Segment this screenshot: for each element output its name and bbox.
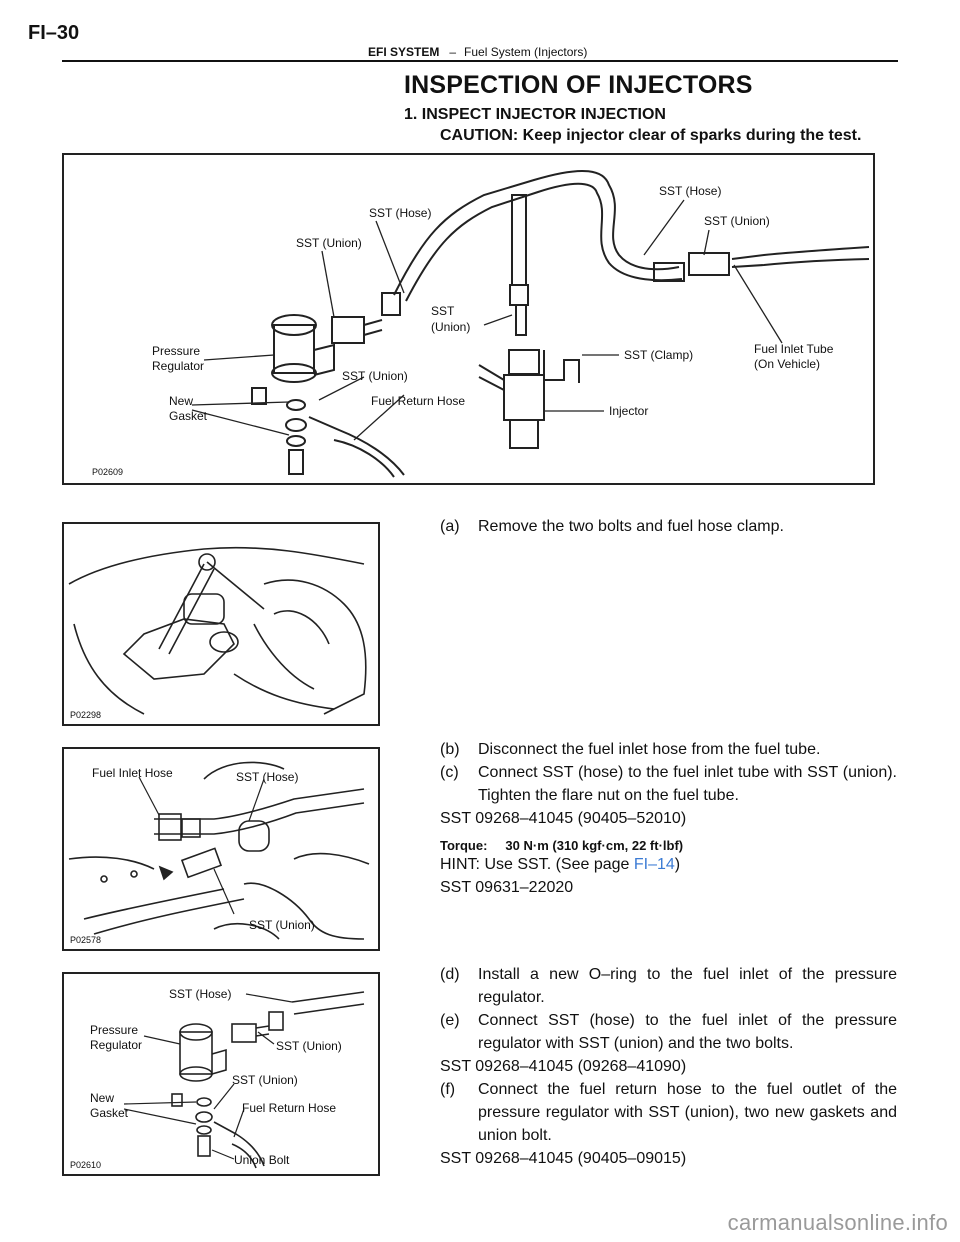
label-fuel-inlet-tube: Fuel Inlet Tube [754,342,834,356]
label-sst-hose-top: SST (Hose) [369,206,431,220]
torque-label: Torque: [440,838,488,853]
injection-setup-drawing: SST (Hose) SST (Union) SST (Hose) SST (U… [92,169,870,478]
label-sst-union-lower: SST (Union) [232,1073,298,1087]
figure-code: P02610 [70,1160,101,1170]
figure-remove-bolts: P02298 [62,522,380,726]
label-injector: Injector [609,404,648,418]
label-gasket: Gasket [90,1106,129,1120]
label-sst: SST [431,304,455,318]
step-b: (b) Disconnect the fuel inlet hose from … [440,741,821,758]
fuel-inlet-drawing: Fuel Inlet Hose SST (Hose) SST (Union) P… [68,761,370,945]
label-fuel-return-hose: Fuel Return Hose [371,394,465,408]
figure-code: P02578 [70,935,101,945]
step-a: (a) Remove the two bolts and fuel hose c… [440,518,784,535]
torque-value: 30 N·m (310 kgf·cm, 22 ft·lbf) [505,838,684,853]
label-on-vehicle: (On Vehicle) [754,357,820,371]
page-link-fi14[interactable]: FI–14 [633,856,675,873]
running-header: EFI SYSTEM–Fuel System (Injectors) [368,45,587,59]
label-regulator: Regulator [152,359,204,373]
sst-number-hint: SST 09631–22020 [440,879,574,896]
label-union-bolt: Union Bolt [234,1153,290,1167]
label-sst-union-bottom: SST (Union) [342,369,408,383]
label-sst-hose-right: SST (Hose) [659,184,721,198]
label-new: New [90,1091,114,1105]
label-sst-union: SST (Union) [249,918,315,932]
label-regulator: Regulator [90,1038,142,1052]
caution-note: CAUTION: Keep injector clear of sparks d… [440,127,862,144]
sst-number-e: SST 09268–41045 (09268–41090) [440,1058,687,1075]
label-sst-hose: SST (Hose) [236,770,298,784]
sst-number-f: SST 09268–41045 (90405–09015) [440,1150,687,1167]
figure-injection-setup: SST (Hose) SST (Union) SST (Hose) SST (U… [62,153,875,485]
label-fuel-return-hose: Fuel Return Hose [242,1101,336,1115]
watermark: carmanualsonline.info [727,1210,948,1235]
figure-fuel-inlet: Fuel Inlet Hose SST (Hose) SST (Union) P… [62,747,380,951]
header-rule [62,60,898,62]
sst-number-c: SST 09268–41045 (90405–52010) [440,810,687,827]
label-sst-hose: SST (Hose) [169,987,231,1001]
label-sst-union-top: SST (Union) [296,236,362,250]
label-fuel-inlet-hose: Fuel Inlet Hose [92,766,173,780]
step-e: (e) Connect SST (hose) to the fuel inlet… [440,1012,897,1052]
label-sst-union-upper: SST (Union) [276,1039,342,1053]
header-separator: – [449,45,457,59]
step-c: (c) Connect SST (hose) to the fuel inlet… [440,764,897,804]
label-gasket: Gasket [169,409,208,423]
hint: HINT: Use SST. (See page FI–14) [440,856,681,873]
figure-code: P02298 [70,710,101,720]
figure-pressure-regulator: SST (Hose) Pressure Regulator SST (Union… [62,972,380,1176]
label-pressure: Pressure [90,1023,138,1037]
figure-code: P02609 [92,467,123,477]
label-new: New [169,394,193,408]
section-name: EFI SYSTEM [368,45,440,59]
remove-bolts-drawing: P02298 [68,546,367,720]
page-title: INSPECTION OF INJECTORS [404,71,753,99]
label-union: (Union) [431,320,470,334]
pressure-regulator-drawing: SST (Hose) Pressure Regulator SST (Union… [70,987,365,1170]
label-sst-clamp: SST (Clamp) [624,348,693,362]
subsection-name: Fuel System (Injectors) [464,45,588,59]
page-number: FI–30 [28,22,80,44]
label-sst-union-right: SST (Union) [704,214,770,228]
step-heading: 1. INSPECT INJECTOR INJECTION [404,106,666,123]
label-pressure: Pressure [152,344,200,358]
step-d: (d) Install a new O–ring to the fuel inl… [440,966,897,1006]
torque-spec: Torque: 30 N·m (310 kgf·cm, 22 ft·lbf) [440,834,683,857]
step-f: (f) Connect the fuel return hose to the … [440,1081,897,1144]
